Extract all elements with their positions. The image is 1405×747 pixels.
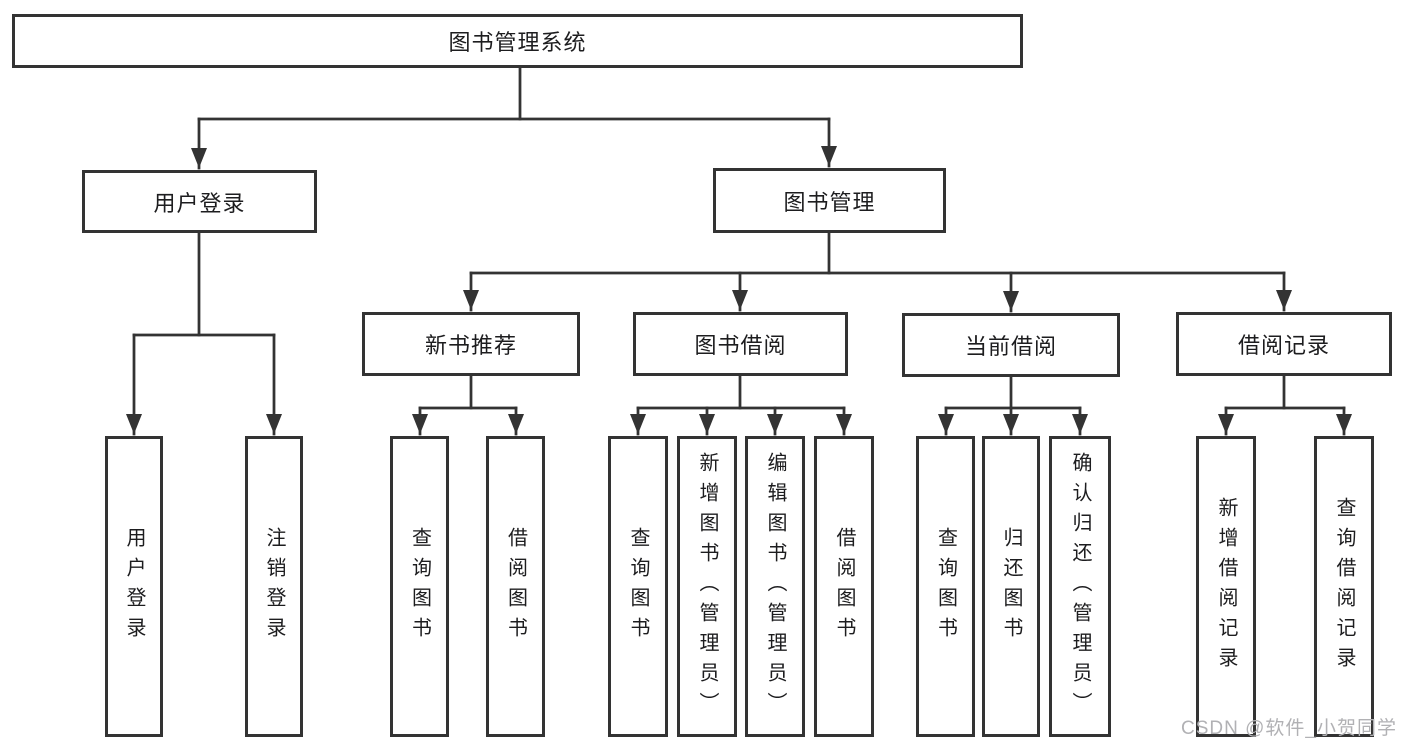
node-current-borrow-label: 当前借阅	[964, 334, 1057, 359]
node-current-borrow: 当前借阅	[902, 313, 1120, 377]
node-root: 图书管理系统	[12, 14, 1023, 68]
node-new-book-recommend-label: 新书推荐	[424, 333, 517, 358]
leaf-query-book-1-label: 查询图书	[408, 526, 431, 647]
leaf-add-book-admin: 新增图书（管理员）	[677, 436, 737, 737]
leaf-query-book-3: 查询图书	[916, 436, 975, 737]
leaf-edit-book-admin: 编辑图书（管理员）	[745, 436, 805, 737]
node-root-label: 图书管理系统	[448, 30, 587, 55]
leaf-user-login: 用户登录	[105, 436, 163, 737]
watermark: CSDN @软件_小贺同学	[1181, 718, 1397, 739]
leaf-borrow-book-1: 借阅图书	[486, 436, 545, 737]
leaf-return-book-label: 归还图书	[1000, 526, 1022, 647]
leaf-logout: 注销登录	[245, 436, 303, 737]
leaf-edit-book-admin-label: 编辑图书（管理员）	[764, 451, 786, 722]
leaf-borrow-book-2: 借阅图书	[814, 436, 874, 737]
leaf-user-login-label: 用户登录	[123, 526, 145, 647]
leaf-query-borrow-record: 查询借阅记录	[1314, 436, 1374, 737]
leaf-query-book-1: 查询图书	[390, 436, 449, 737]
leaf-return-book: 归还图书	[982, 436, 1040, 737]
leaf-query-book-2-label: 查询图书	[627, 526, 649, 647]
leaf-query-borrow-record-label: 查询借阅记录	[1333, 496, 1355, 677]
node-book-borrow: 图书借阅	[633, 312, 848, 376]
leaf-add-borrow-record-label: 新增借阅记录	[1215, 496, 1237, 677]
leaf-query-book-2: 查询图书	[608, 436, 668, 737]
node-book-management: 图书管理	[713, 168, 946, 233]
leaf-add-book-admin-label: 新增图书（管理员）	[696, 451, 718, 722]
node-new-book-recommend: 新书推荐	[362, 312, 580, 376]
node-user-login: 用户登录	[82, 170, 317, 233]
leaf-add-borrow-record: 新增借阅记录	[1196, 436, 1256, 737]
leaf-confirm-return-admin: 确认归还（管理员）	[1049, 436, 1111, 737]
node-book-management-label: 图书管理	[783, 189, 876, 215]
node-borrow-records: 借阅记录	[1176, 312, 1392, 376]
leaf-borrow-book-2-label: 借阅图书	[833, 526, 855, 647]
leaf-query-book-3-label: 查询图书	[934, 526, 957, 647]
node-user-login-label: 用户登录	[153, 190, 246, 216]
leaf-confirm-return-admin-label: 确认归还（管理员）	[1069, 451, 1091, 722]
leaf-borrow-book-1-label: 借阅图书	[504, 526, 527, 647]
node-book-borrow-label: 图书借阅	[694, 333, 787, 358]
leaf-logout-label: 注销登录	[263, 526, 285, 647]
node-borrow-records-label: 借阅记录	[1237, 333, 1330, 358]
